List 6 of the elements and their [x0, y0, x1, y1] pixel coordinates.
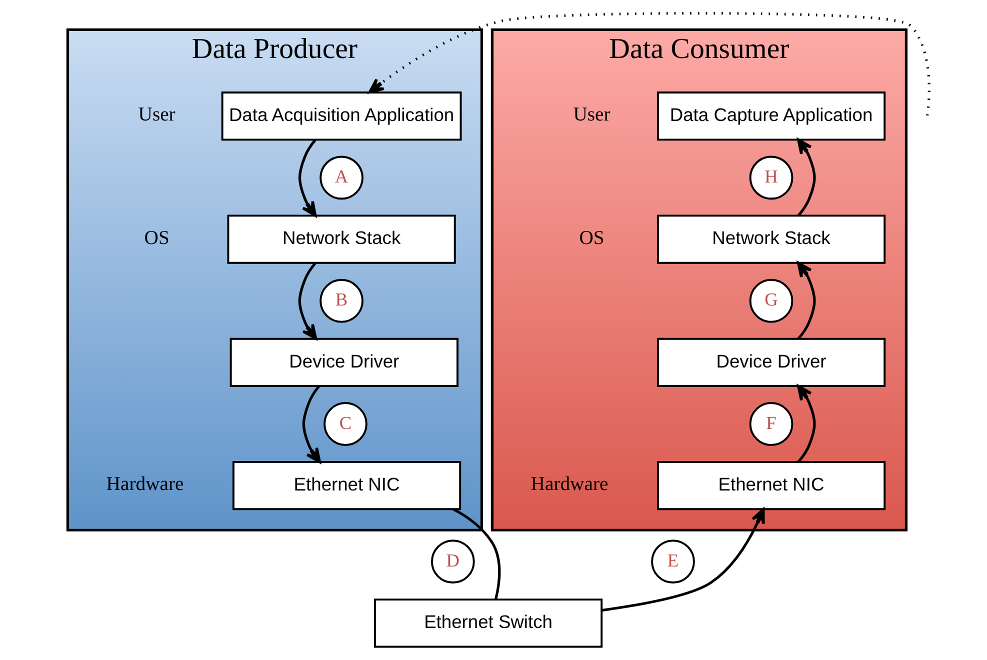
label: User: [573, 104, 610, 126]
label: User: [138, 104, 176, 126]
label: Hardware: [530, 473, 608, 496]
label: OS: [579, 226, 604, 249]
label: Hardware: [106, 473, 184, 496]
label: OS: [144, 226, 170, 249]
